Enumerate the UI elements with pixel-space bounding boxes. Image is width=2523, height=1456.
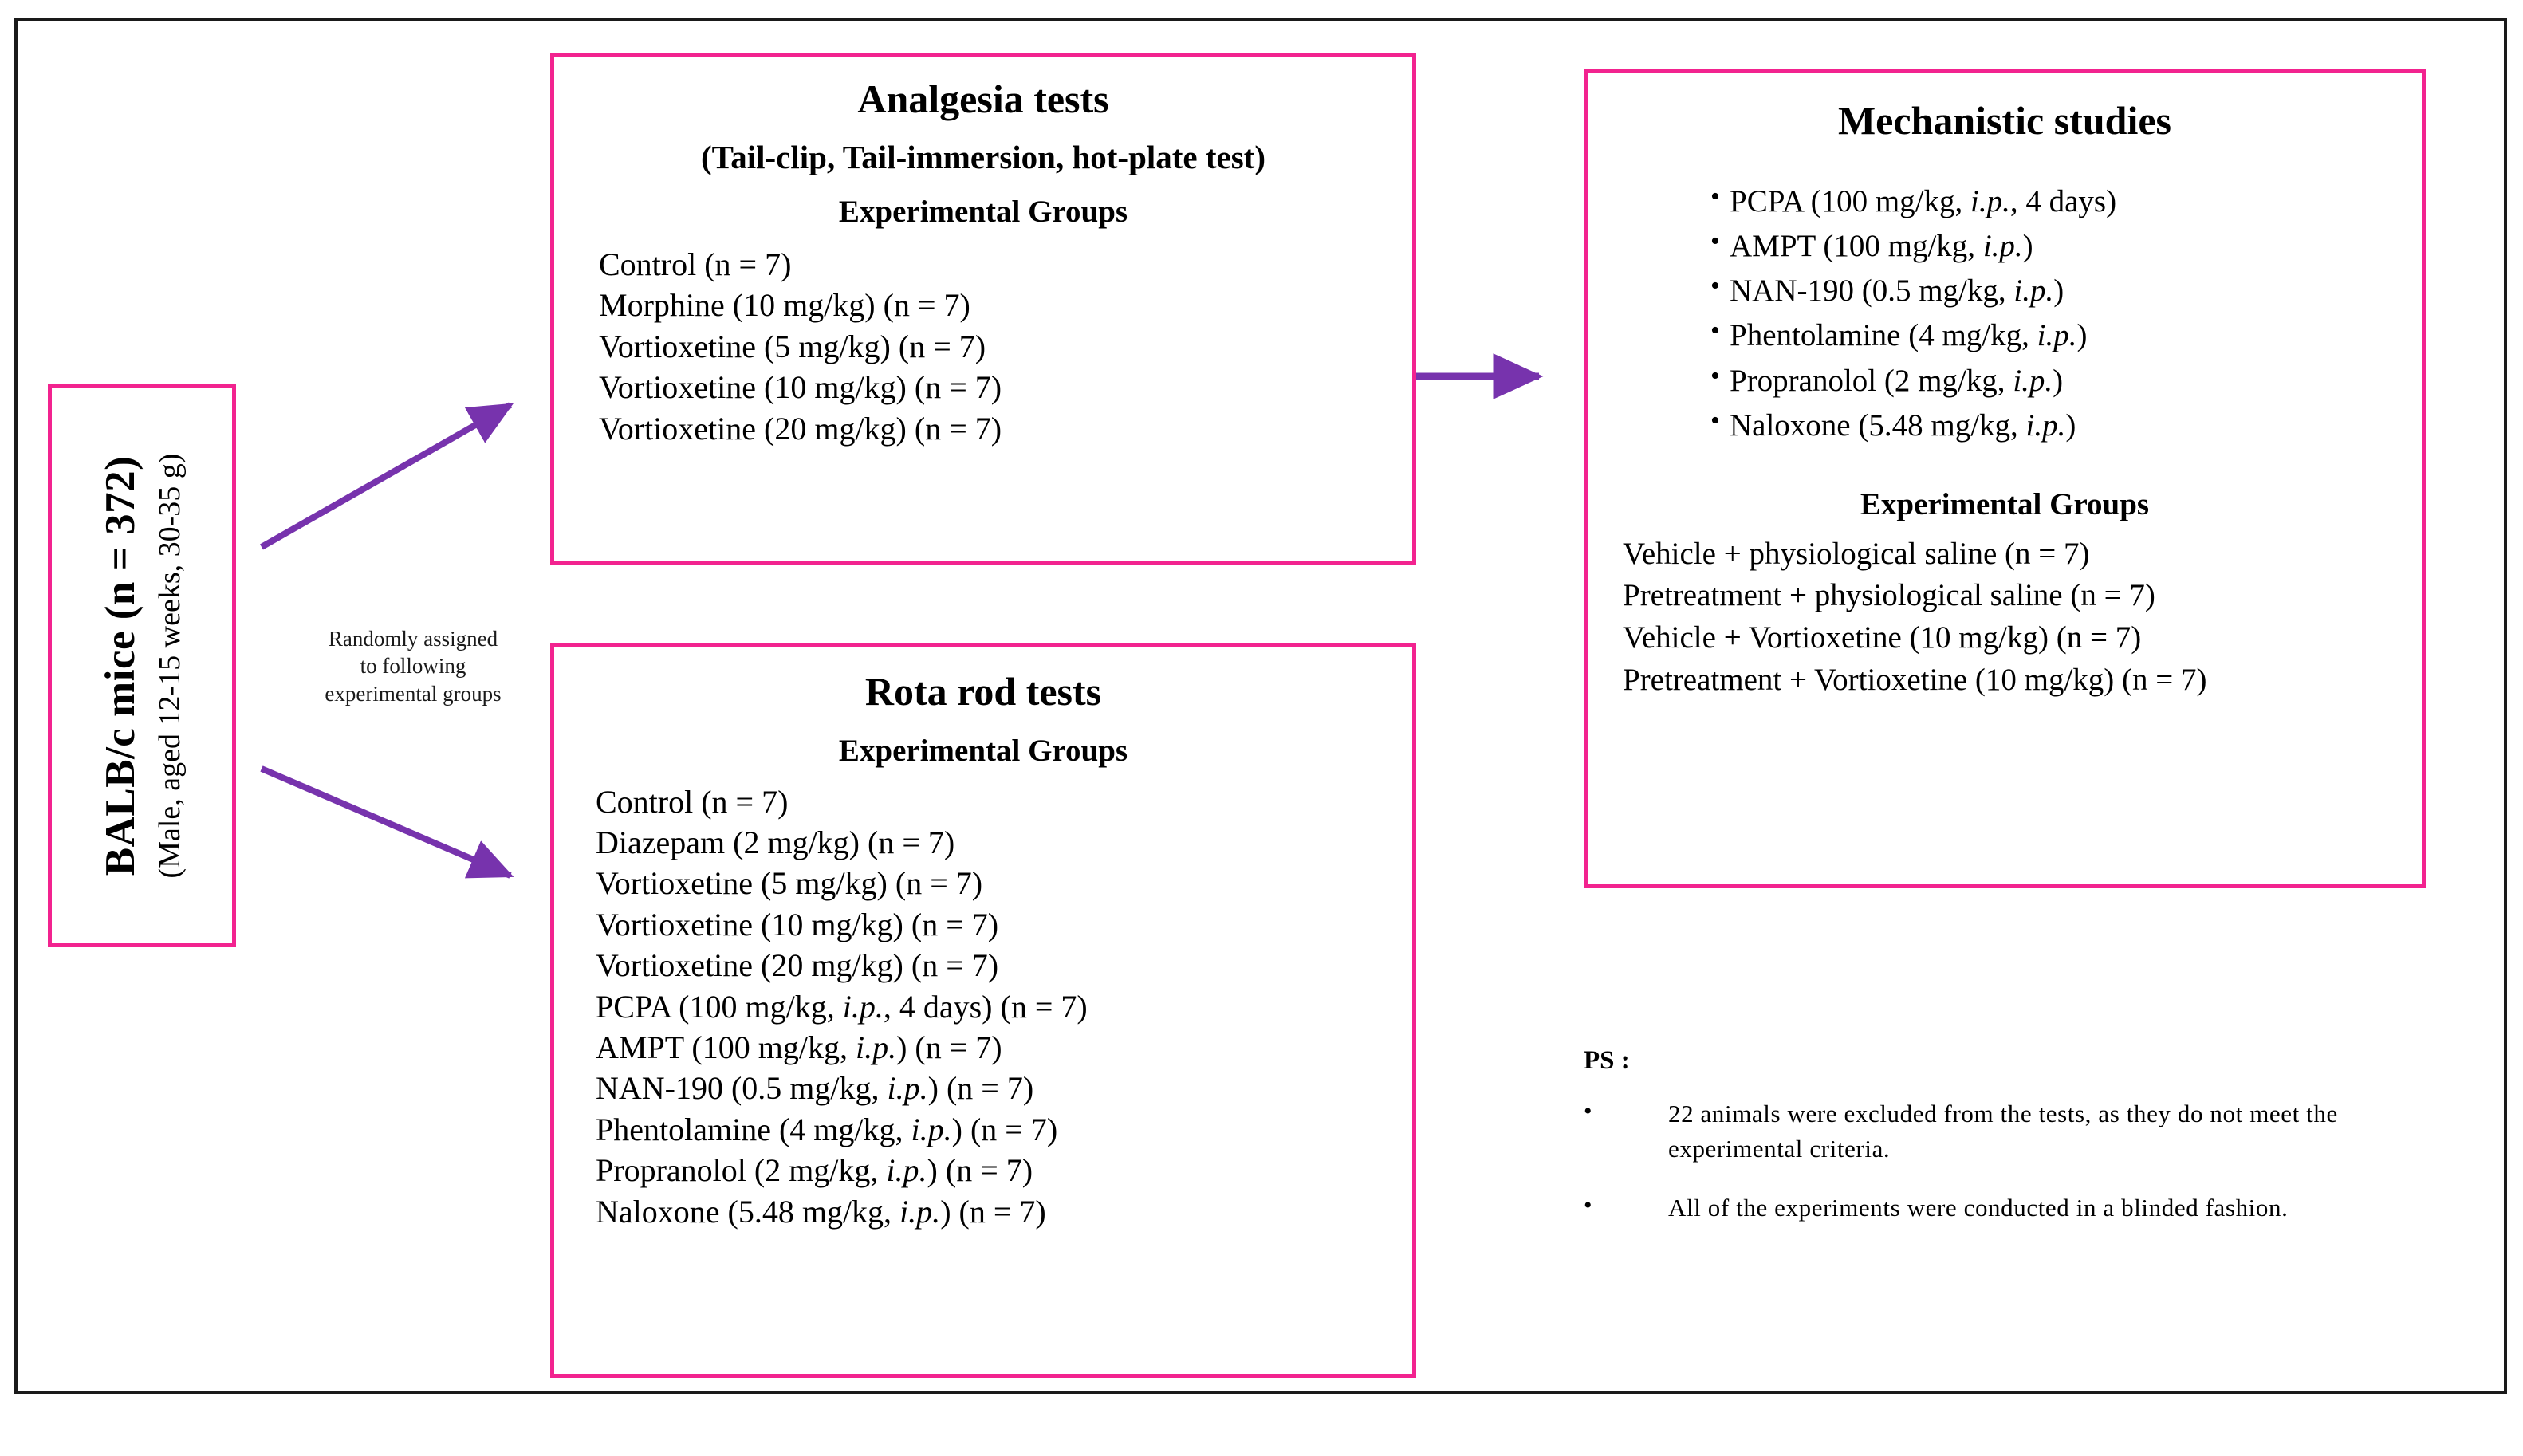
list-item: •All of the experiments were conducted i… — [1584, 1190, 2477, 1226]
list-item: Vehicle + Vortioxetine (10 mg/kg) (n = 7… — [1623, 620, 2142, 655]
animal-box-subtitle: (Male, aged 12-15 weeks, 30-35 g) — [152, 453, 187, 879]
randomization-note-line-1: Randomly assigned — [328, 627, 498, 651]
mechanistic-drug-list: •PCPA (100 mg/kg, i.p., 4 days)•AMPT (10… — [1588, 179, 2422, 448]
mechanistic-groups-header: Experimental Groups — [1860, 486, 2150, 521]
list-item: Pretreatment + physiological saline (n =… — [1623, 578, 2155, 613]
list-item: Vortioxetine (20 mg/kg) (n = 7) — [596, 947, 999, 984]
mechanistic-groups-list: Vehicle + physiological saline (n = 7) Pr… — [1588, 533, 2422, 702]
list-item: Propranolol (2 mg/kg, i.p.) (n = 7) — [596, 1152, 1033, 1189]
list-item: AMPT (100 mg/kg, i.p.) (n = 7) — [596, 1029, 1002, 1066]
analgesia-subtitle: (Tail-clip, Tail-immersion, hot-plate te… — [701, 139, 1265, 175]
animal-box-title: BALB/c mice (n = 372) — [96, 455, 144, 876]
analgesia-tests-box: Analgesia tests (Tail-clip, Tail-immersi… — [550, 53, 1416, 565]
list-item: •22 animals were excluded from the tests… — [1584, 1096, 2477, 1167]
list-item: •Naloxone (5.48 mg/kg, i.p.) — [1710, 403, 2422, 448]
route-abbrev: i.p. — [2025, 407, 2066, 443]
route-abbrev: i.p. — [2013, 363, 2053, 398]
postscript-label: PS : — [1584, 1046, 1630, 1075]
postscript-block: PS : •22 animals were excluded from the … — [1584, 1046, 2477, 1249]
rota-rod-groups-list: Control (n = 7) Diazepam (2 mg/kg) (n = 7… — [554, 781, 1412, 1232]
rota-rod-title: Rota rod tests — [864, 669, 1102, 714]
list-item: Vehicle + physiological saline (n = 7) — [1623, 536, 2090, 571]
list-item: •NAN-190 (0.5 mg/kg, i.p.) — [1710, 269, 2422, 313]
rota-rod-groups-header: Experimental Groups — [838, 734, 1128, 768]
analgesia-groups-header: Experimental Groups — [838, 195, 1128, 230]
randomization-note-line-2: to following — [360, 654, 466, 679]
bullet-icon: • — [1710, 316, 1720, 346]
list-item: Morphine (10 mg/kg) (n = 7) — [599, 287, 970, 324]
list-item: Diazepam (2 mg/kg) (n = 7) — [596, 824, 955, 861]
bullet-icon: • — [1710, 226, 1720, 257]
route-abbrev: i.p. — [2013, 273, 2054, 309]
postscript-notes-list: •22 animals were excluded from the tests… — [1584, 1096, 2477, 1226]
list-item: •Propranolol (2 mg/kg, i.p.) — [1710, 359, 2422, 403]
bullet-icon: • — [1710, 360, 1720, 391]
list-item: Vortioxetine (10 mg/kg) (n = 7) — [596, 906, 999, 942]
outer-frame — [14, 18, 2507, 1394]
list-item: Vortioxetine (20 mg/kg) (n = 7) — [599, 410, 1002, 447]
bullet-icon: • — [1710, 405, 1720, 435]
route-abbrev: i.p. — [2037, 318, 2077, 353]
bullet-icon: • — [1584, 1192, 1593, 1219]
randomization-note: Randomly assigned to following experimen… — [279, 625, 547, 707]
randomization-note-line-3: experimental groups — [325, 681, 502, 706]
list-item: Phentolamine (4 mg/kg, i.p.) (n = 7) — [596, 1111, 1058, 1147]
list-item: Vortioxetine (5 mg/kg) (n = 7) — [599, 328, 986, 364]
list-item: PCPA (100 mg/kg, i.p., 4 days) (n = 7) — [596, 988, 1088, 1025]
list-item: •Phentolamine (4 mg/kg, i.p.) — [1710, 313, 2422, 358]
bullet-icon: • — [1710, 182, 1720, 211]
list-item: •AMPT (100 mg/kg, i.p.) — [1710, 224, 2422, 269]
list-item: Control (n = 7) — [596, 783, 789, 820]
animal-source-box: BALB/c mice (n = 372) (Male, aged 12-15 … — [48, 384, 236, 947]
list-item: Vortioxetine (5 mg/kg) (n = 7) — [596, 865, 983, 902]
mechanistic-title: Mechanistic studies — [1837, 98, 2172, 143]
analgesia-groups-list: Control (n = 7) Morphine (10 mg/kg) (n = … — [554, 244, 1412, 449]
list-item: Pretreatment + Vortioxetine (10 mg/kg) (… — [1623, 662, 2207, 697]
mechanistic-studies-box: Mechanistic studies •PCPA (100 mg/kg, i.… — [1584, 69, 2426, 888]
list-item: Naloxone (5.48 mg/kg, i.p.) (n = 7) — [596, 1193, 1046, 1230]
route-abbrev: i.p. — [887, 1070, 928, 1107]
bullet-icon: • — [1584, 1098, 1593, 1124]
route-abbrev: i.p. — [886, 1152, 927, 1189]
route-abbrev: i.p. — [899, 1193, 941, 1230]
list-item: NAN-190 (0.5 mg/kg, i.p.) (n = 7) — [596, 1070, 1034, 1107]
list-item: Control (n = 7) — [599, 246, 792, 282]
route-abbrev: i.p. — [842, 988, 884, 1025]
route-abbrev: i.p. — [1982, 229, 2023, 264]
route-abbrev: i.p. — [1970, 184, 2010, 218]
route-abbrev: i.p. — [855, 1029, 897, 1066]
animal-source-rotated-text: BALB/c mice (n = 372) (Male, aged 12-15 … — [54, 391, 230, 941]
list-item: Vortioxetine (10 mg/kg) (n = 7) — [599, 369, 1002, 406]
route-abbrev: i.p. — [911, 1111, 952, 1147]
rota-rod-tests-box: Rota rod tests Experimental Groups Contr… — [550, 643, 1416, 1378]
analgesia-title: Analgesia tests — [857, 77, 1109, 121]
bullet-icon: • — [1710, 271, 1720, 301]
list-item: •PCPA (100 mg/kg, i.p., 4 days) — [1710, 179, 2422, 224]
